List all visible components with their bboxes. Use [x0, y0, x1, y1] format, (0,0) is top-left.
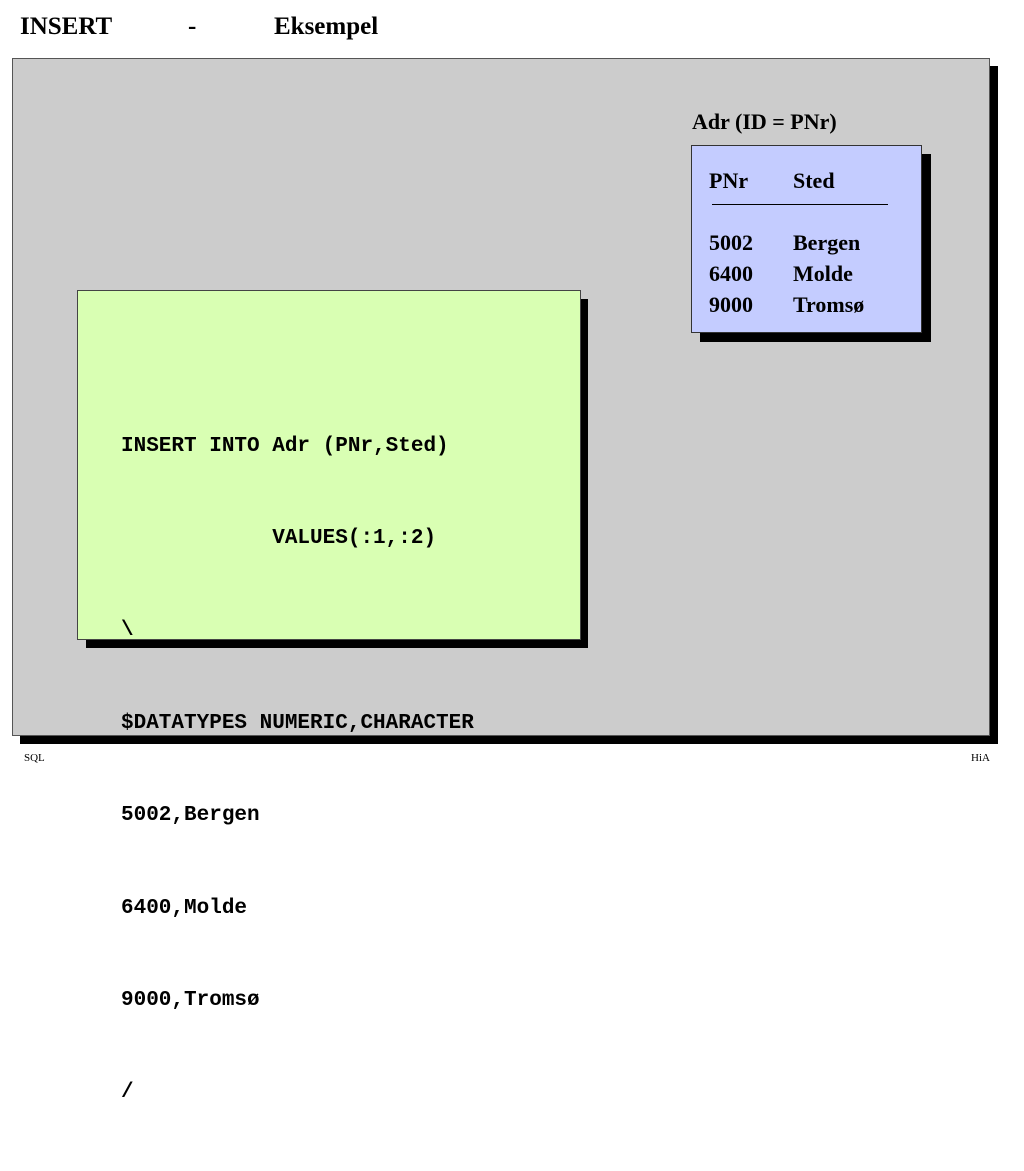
cell-sted: Bergen: [793, 230, 861, 255]
header-sted: Sted: [793, 168, 835, 193]
cell-pnr: 9000: [709, 292, 753, 317]
sql-code: INSERT INTO Adr (PNr,Sted) VALUES(:1,:2)…: [121, 370, 474, 1171]
cell-pnr: 5002: [709, 230, 753, 255]
slide-title: INSERT - Eksempel: [20, 12, 378, 42]
cell-pnr: 6400: [709, 261, 753, 286]
title-part-insert: INSERT: [20, 13, 113, 40]
code-line: INSERT INTO Adr (PNr,Sted): [121, 434, 449, 458]
code-line: \: [121, 619, 134, 643]
footer-left-label: SQL: [24, 752, 45, 764]
cell-sted: Molde: [793, 261, 853, 286]
code-line: $DATATYPES NUMERIC,CHARACTER: [121, 711, 474, 735]
cell-sted: Tromsø: [793, 292, 865, 317]
code-line: VALUES(:1,:2): [121, 526, 437, 550]
header-pnr: PNr: [709, 168, 749, 193]
sql-code-box: INSERT INTO Adr (PNr,Sted) VALUES(:1,:2)…: [77, 290, 581, 1104]
title-dash: -: [188, 13, 197, 40]
adr-header-rule: [712, 204, 888, 205]
code-line: /: [121, 1081, 134, 1105]
adr-table-header: PNr Sted: [709, 166, 835, 196]
code-line: 6400,Molde: [121, 896, 248, 920]
table-row: 9000 Tromsø: [709, 289, 864, 320]
adr-table-body: 5002 Bergen 6400 Molde 9000 Tromsø: [709, 227, 864, 320]
adr-table-caption: Adr (ID = PNr): [692, 109, 837, 134]
table-row: 6400 Molde: [709, 258, 864, 289]
footer-right-label: HiA: [971, 752, 990, 764]
title-part-example: Eksempel: [274, 13, 379, 40]
table-row: 5002 Bergen: [709, 227, 864, 258]
code-line: 5002,Bergen: [121, 804, 260, 828]
code-line: 9000,Tromsø: [121, 988, 260, 1012]
adr-table-box: PNr Sted 5002 Bergen 6400 Molde 9000 Tromsø: [691, 145, 922, 333]
